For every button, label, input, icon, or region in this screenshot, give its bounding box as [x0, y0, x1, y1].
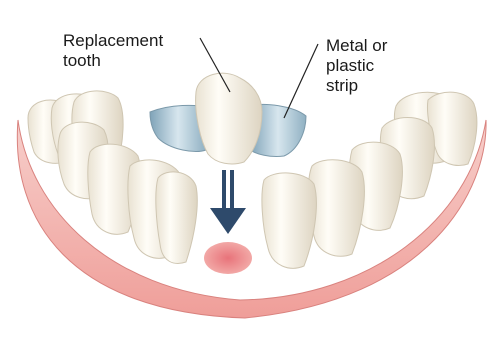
- gap-socket: [204, 242, 252, 274]
- label-line: Metal or: [326, 36, 387, 55]
- label-line: plastic: [326, 56, 374, 75]
- label-line: Replacement: [63, 31, 163, 50]
- down-arrow-icon: [210, 170, 246, 234]
- label-line: strip: [326, 76, 358, 95]
- tooth: [156, 172, 197, 264]
- tooth: [262, 173, 316, 268]
- replacement-tooth: [196, 73, 262, 164]
- strip-label: Metal or plastic strip: [326, 36, 387, 96]
- replacement-tooth-label: Replacement tooth: [63, 31, 163, 71]
- label-line: tooth: [63, 51, 101, 70]
- leader-line-strip: [284, 44, 318, 118]
